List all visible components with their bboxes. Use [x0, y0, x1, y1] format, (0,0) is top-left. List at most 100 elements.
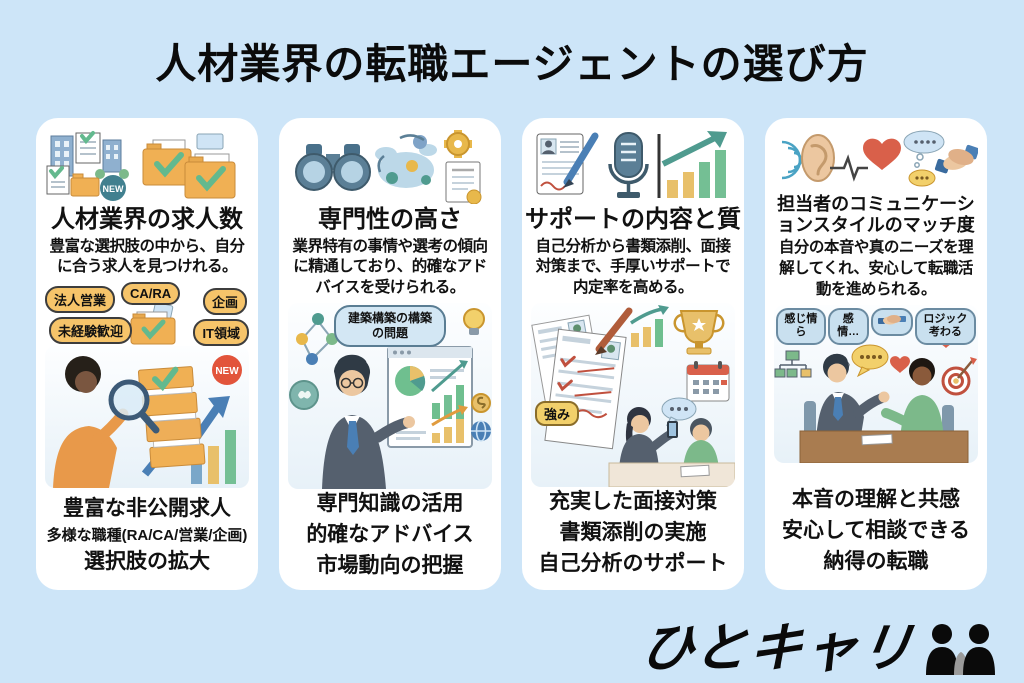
tag-it-domain: IT領域	[193, 319, 249, 347]
tag-planning: 企画	[202, 288, 247, 316]
card4-bubble-row: 感じ情ら 感情… ロジック考わる	[776, 307, 977, 346]
job-seeker-person	[53, 356, 129, 489]
card3-description: 自己分析から書類添削、面接対策まで、手厚いサポートで内定率を高める。	[535, 237, 731, 297]
growth-chart-icon	[657, 131, 727, 198]
card4-top-illustration	[781, 130, 978, 187]
red-pencil-icon	[595, 307, 633, 355]
coin-icon	[471, 392, 491, 413]
org-chart-icon	[774, 350, 812, 378]
summary-line: 充実した面接対策	[549, 489, 717, 513]
handshake-speech-bubble	[870, 307, 913, 337]
listening-ear-icon	[781, 134, 835, 182]
brand-logo-text: ひとキャリ	[636, 619, 919, 678]
card2-heading: 専門性の高さ	[318, 206, 462, 233]
summary-line: 市場動向の把握	[316, 553, 464, 577]
job-seeker-person	[881, 357, 954, 441]
trophy-icon	[673, 309, 725, 355]
folder-documents-icon	[130, 304, 176, 345]
card-job-count: NEW 人材業界の求人数 豊富な選択肢の中から、自分に合う求人を見つけれる。 法…	[36, 118, 258, 590]
summary-line: 安心して相談できる	[782, 519, 970, 543]
binoculars-icon	[295, 144, 371, 191]
card1-job-tags: 法人営業 CA/RA 企画 未経験歓迎 IT領域	[45, 282, 249, 347]
new-badge: NEW	[212, 355, 242, 386]
heartbeat-heart-icon	[830, 138, 901, 182]
chat-diagram-icon	[903, 130, 945, 187]
card4-summary: 本音の理解と共感 安心して相談できる 納得の転職	[782, 485, 970, 580]
card3-heading: サポートの内容と質	[525, 206, 741, 233]
card1-summary: 豊富な非公開求人 多様な職種(RA/CA/営業/企画) 選択肢の拡大	[47, 494, 248, 580]
resume-pen-icon	[536, 132, 599, 195]
certificate-icon	[445, 161, 482, 204]
card-support-quality: サポートの内容と質 自己分析から書類添削、面接対策まで、手厚いサポートで内定率を…	[522, 118, 744, 590]
card3-scene	[531, 304, 735, 487]
lightbulb-icon	[463, 307, 485, 335]
mini-growth-chart-icon	[630, 304, 669, 347]
globe-icon	[471, 420, 491, 442]
card1-description: 豊富な選択肢の中から、自分に合う求人を見つけれる。	[49, 237, 245, 276]
corrected-resume-front-icon	[544, 328, 627, 450]
card1-scene: NEW	[53, 355, 242, 489]
dots-speech-bubble-icon	[851, 344, 889, 377]
summary-line: 書類添削の実施	[559, 520, 707, 544]
card1-heading: 人材業界の求人数	[51, 206, 243, 233]
microphone-icon	[608, 132, 649, 198]
target-arrow-icon	[941, 356, 977, 396]
summary-line: 選択肢の拡大	[83, 550, 210, 574]
card-communication-match: 担当者のコミュニケーションスタイルのマッチ度 自分の本音や真のニーズを理解してく…	[765, 118, 987, 590]
summary-line: 自己分析のサポート	[538, 551, 728, 575]
folder-stack-icon	[142, 133, 236, 199]
new-badge-label: NEW	[103, 184, 125, 194]
bar-chart-up-icon	[431, 359, 468, 419]
tag-corporate-sales: 法人営業	[45, 286, 116, 314]
card1-main-illustration: NEW	[45, 346, 249, 489]
magnifier-icon	[108, 379, 160, 434]
handshake-icon	[934, 144, 978, 174]
feeling-speech-bubble: 感じ情ら	[776, 307, 826, 346]
summary-line: 的確なアドバイス	[306, 522, 474, 546]
card-expertise: 専門性の高さ 業界特有の事情や選考の傾向に精通しており、的確なアドバイスを受けら…	[279, 118, 501, 590]
tag-ca-ra: CA/RA	[121, 282, 181, 306]
interview-people	[608, 406, 735, 487]
handshake-icon	[877, 314, 906, 325]
bar-chart-growth-icon	[396, 404, 468, 443]
card3-top-illustration	[536, 131, 727, 198]
topic-speech-bubble: 建築構築の構築の問題	[334, 304, 446, 347]
chat-bubble-icon	[661, 397, 697, 427]
document-check-icon	[46, 131, 101, 195]
new-badge: NEW	[100, 175, 126, 201]
strength-tag: 強み	[535, 400, 580, 426]
consultant-person	[322, 354, 415, 489]
world-map-icon	[375, 134, 437, 188]
summary-line: 多様な職種(RA/CA/営業/企画)	[46, 527, 248, 545]
card3-main-illustration: 強み	[531, 302, 735, 487]
agent-person	[804, 353, 890, 441]
summary-line: 納得の転職	[823, 550, 929, 574]
summary-line: 専門知識の活用	[316, 491, 464, 515]
card2-scene	[289, 307, 491, 489]
new-badge-label: NEW	[215, 366, 239, 377]
emotion-speech-bubble: 感情…	[827, 307, 869, 346]
two-people-icon	[926, 624, 995, 675]
brand-logo: ひとキャリ	[636, 619, 1000, 678]
page-title: 人材業界の転職エージェントの選び方	[155, 41, 869, 87]
network-diagram-icon	[296, 312, 338, 365]
folder-icon	[70, 173, 100, 197]
card4-scene	[774, 334, 977, 463]
presentation-screen-icon	[387, 345, 473, 448]
gear-brain-icon	[289, 379, 319, 410]
cards-row: NEW 人材業界の求人数 豊富な選択肢の中から、自分に合う求人を見つけれる。 法…	[36, 118, 988, 590]
card2-top-illustration	[295, 130, 482, 204]
tag-no-experience: 未経験歓迎	[49, 317, 133, 345]
meeting-table	[799, 430, 969, 463]
card4-main-illustration: 感じ情ら 感情… ロジック考わる	[774, 304, 978, 463]
summary-line: 本音の理解と共感	[791, 488, 960, 512]
card2-main-illustration: 建築構築の構築の問題	[288, 302, 492, 489]
card2-summary: 専門知識の活用 的確なアドバイス 市場動向の把握	[306, 489, 473, 584]
card4-heading: 担当者のコミュニケーションスタイルのマッチ度	[777, 194, 975, 235]
summary-line: 豊富な非公開求人	[62, 497, 231, 521]
gear-icon	[444, 130, 472, 158]
folder-stack-icon	[137, 366, 206, 469]
logic-speech-bubble: ロジック考わる	[914, 307, 977, 346]
card1-top-illustration: NEW	[46, 131, 236, 201]
calendar-icon	[686, 360, 730, 402]
